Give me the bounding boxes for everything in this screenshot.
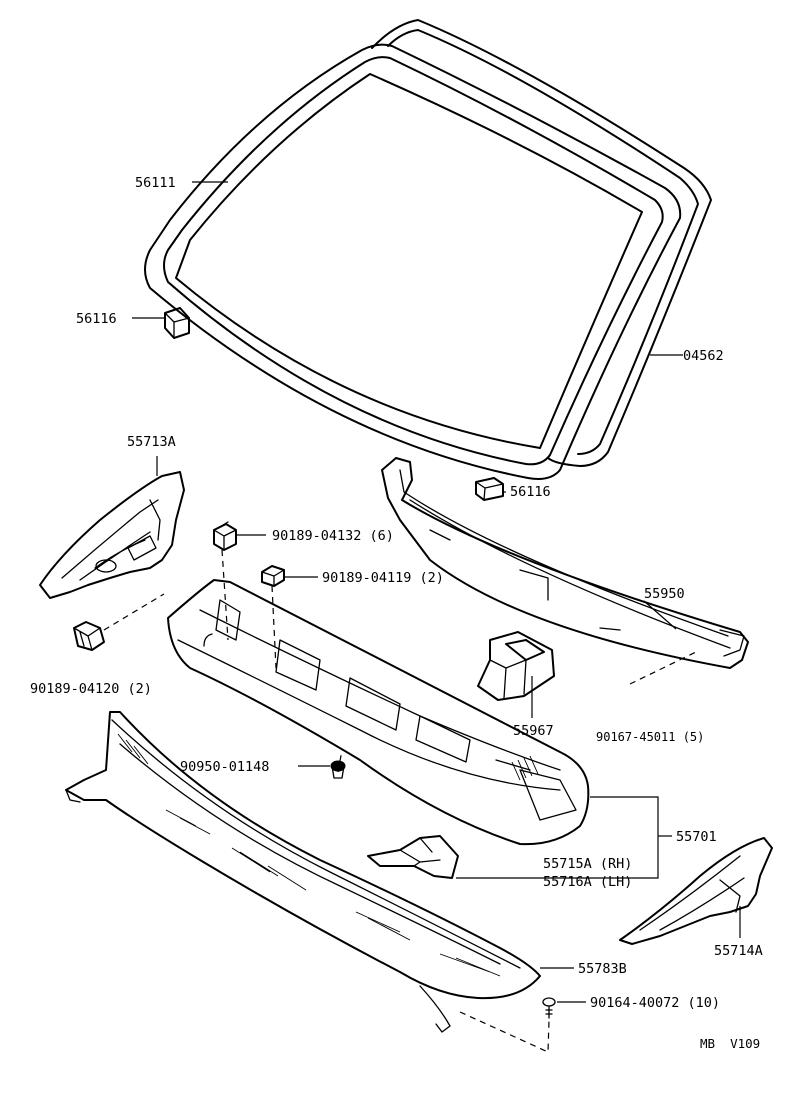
label-90164-40072: 90164-40072 (10) bbox=[590, 995, 720, 1011]
label-55716a: 55716A (LH) bbox=[543, 874, 632, 890]
clip-90189-04119-part bbox=[261, 565, 285, 587]
label-55715a: 55715A (RH) bbox=[543, 856, 632, 872]
label-90189-04120: 90189-04120 (2) bbox=[30, 681, 152, 697]
assembly-lines bbox=[103, 549, 697, 1053]
label-56116-left: 56116 bbox=[76, 311, 117, 327]
label-90950-01148: 90950-01148 bbox=[180, 759, 269, 775]
seal-55950-part bbox=[381, 457, 749, 669]
spacer-right-part bbox=[475, 477, 504, 501]
side-panel-left-part bbox=[39, 471, 185, 599]
label-55714a: 55714A bbox=[714, 943, 763, 959]
label-55783b: 55783B bbox=[578, 961, 627, 977]
clip-90189-04132-part bbox=[213, 521, 237, 551]
label-90167-45011: 90167-45011 (5) bbox=[596, 730, 704, 744]
label-56116-right: 56116 bbox=[510, 484, 551, 500]
leader-lines bbox=[132, 181, 741, 1003]
bracket-part bbox=[367, 835, 459, 879]
louver-55783b-part bbox=[65, 711, 541, 1033]
label-55701: 55701 bbox=[676, 829, 717, 845]
label-56111: 56111 bbox=[135, 175, 176, 191]
label-04562: 04562 bbox=[683, 348, 724, 364]
label-90189-04132: 90189-04132 (6) bbox=[272, 528, 394, 544]
windshield-glass bbox=[144, 19, 712, 480]
spacer-left-part bbox=[164, 307, 190, 339]
cowl-panel-55701-part bbox=[167, 579, 590, 846]
label-55967: 55967 bbox=[513, 723, 554, 739]
footer-code: MB V109 bbox=[700, 1036, 760, 1051]
clip-90189-04120-part bbox=[73, 621, 105, 651]
label-90189-04119: 90189-04119 (2) bbox=[322, 570, 444, 586]
label-55950: 55950 bbox=[644, 586, 685, 602]
label-55713a: 55713A bbox=[127, 434, 176, 450]
side-panel-right-part bbox=[619, 837, 773, 945]
duct-55967-part bbox=[477, 631, 555, 701]
screw-part bbox=[542, 997, 556, 1019]
